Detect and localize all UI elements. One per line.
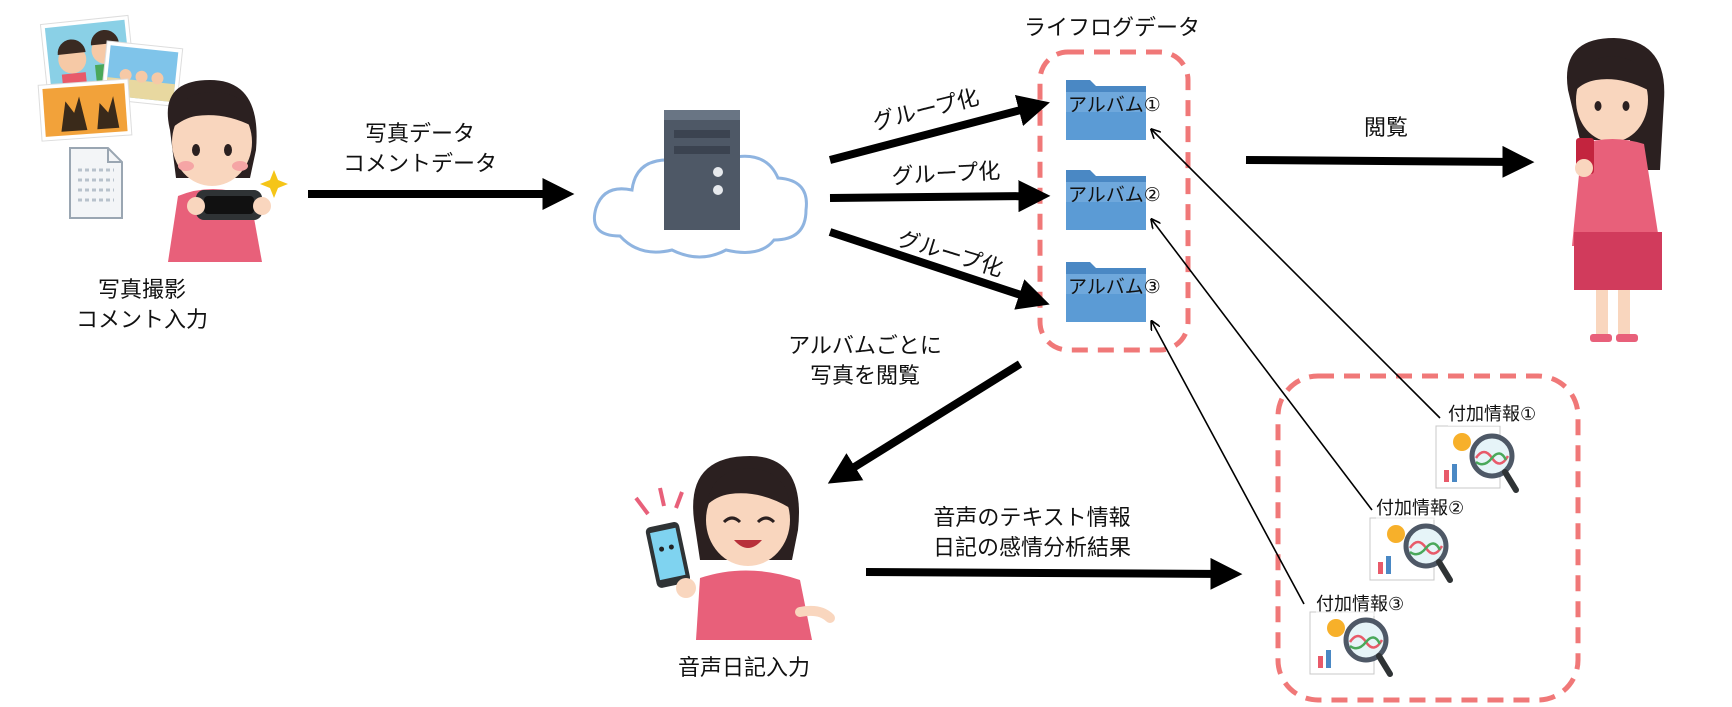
folder-icon-2 (1066, 170, 1146, 230)
woman-viewing-phone-icon (1566, 38, 1665, 342)
info-link-arrow-2 (1152, 220, 1373, 511)
woman-smartphone-icon (634, 456, 835, 640)
upload-label-line1: 写真データ (364, 122, 475, 147)
view-label: 閲覧 (1363, 116, 1408, 141)
browse-label-line2: 写真を閲覧 (809, 364, 920, 389)
browse-label-line1: アルバムごとに (788, 334, 942, 359)
group-arrow-1 (828, 94, 1050, 164)
album-label-1: アルバム① (1068, 94, 1161, 116)
lifelog-title: ライフログデータ (1023, 16, 1200, 41)
upload-label-line2: コメントデータ (342, 152, 497, 177)
voice-caption: 音声日記入力 (677, 656, 810, 681)
document-icon (69, 147, 123, 219)
photos-icon (37, 14, 184, 219)
browse-label: アルバムごとに 写真を閲覧 (770, 332, 960, 392)
album-label-2: アルバム② (1068, 184, 1161, 206)
info-dashed-box (1275, 373, 1581, 703)
report-icon-3 (1309, 611, 1393, 677)
info-link-arrow-3 (1152, 322, 1305, 605)
analysis-label-line2: 日記の感情分析結果 (932, 536, 1131, 561)
left-caption: 写真撮影 コメント入力 (52, 276, 232, 336)
album-label-3: アルバム③ (1068, 276, 1161, 298)
cloud-server-icon (593, 110, 808, 259)
info-label-3: 付加情報③ (1316, 594, 1405, 616)
left-caption-line2: コメント入力 (75, 308, 208, 333)
upload-label: 写真データ コメントデータ (320, 120, 520, 180)
report-icon-1 (1435, 425, 1519, 493)
info-label-2: 付加情報② (1376, 498, 1465, 520)
group-label-2: グループ化 (891, 159, 1001, 190)
group-arrow-2 (829, 180, 1051, 213)
analysis-label: 音声のテキスト情報 日記の感情分析結果 (902, 504, 1162, 564)
left-caption-line1: 写真撮影 (97, 278, 186, 303)
analysis-label-line1: 音声のテキスト情報 (933, 506, 1131, 531)
group-arrow-3 (828, 228, 1050, 310)
info-label-1: 付加情報① (1448, 404, 1537, 426)
report-icon-2 (1369, 517, 1453, 583)
info-link-arrow-1 (1152, 130, 1441, 419)
woman-camera-icon (167, 80, 288, 262)
browse-arrow (827, 360, 1023, 484)
analysis-arrow (865, 557, 1243, 590)
folder-icon-3 (1066, 262, 1146, 322)
view-arrow (1245, 145, 1535, 178)
folder-icon-1 (1066, 80, 1146, 140)
